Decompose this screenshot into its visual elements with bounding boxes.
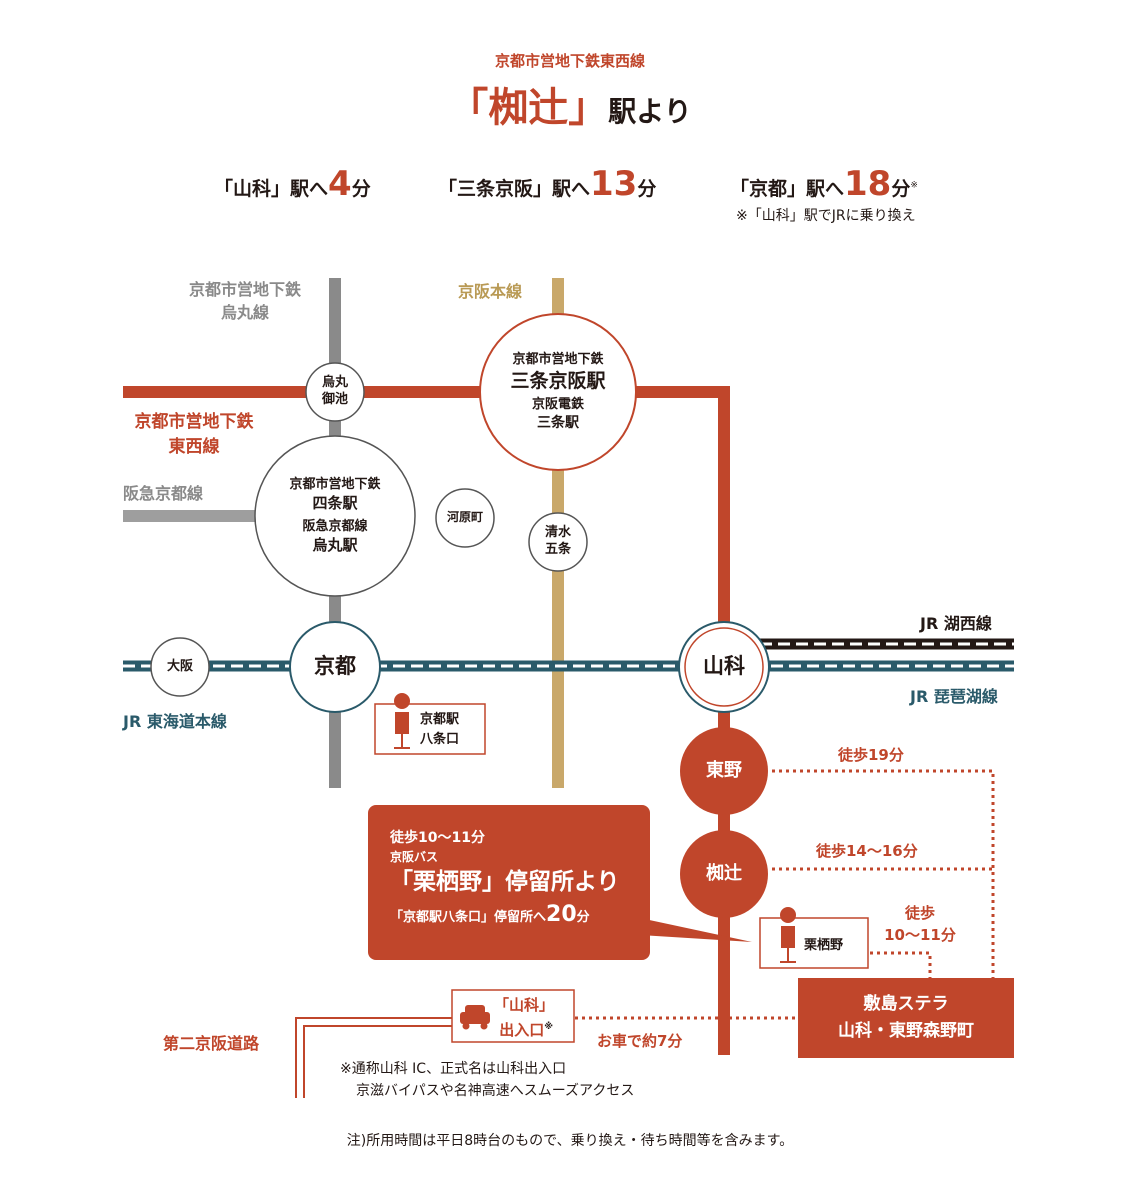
jr-tokaido-line-label: JR 東海道本線 — [123, 712, 227, 731]
destination: 敷島ステラ山科・東野森野町 — [838, 994, 974, 1041]
station-shijo: 京都市営地下鉄 四条駅 阪急京都線 烏丸駅 — [289, 476, 381, 554]
station-kyoto: 京都 — [314, 654, 356, 679]
bus-stop-icon-kyoto — [394, 693, 410, 709]
ic-note: ※通称山科 IC、正式名は山科出入口京滋バイパスや名神高速へスムーズアクセス — [340, 1061, 635, 1099]
bus-info-box — [368, 805, 650, 960]
shijo-circle — [254, 435, 416, 597]
station-karasuma-oike: 烏丸御池 — [321, 375, 348, 407]
walk-higashino: 徒歩19分 — [838, 746, 904, 764]
walk-nagitsuji: 徒歩14〜16分 — [816, 842, 918, 860]
yamashina-circle-inner — [684, 627, 764, 707]
daini-keihan-road — [295, 1017, 452, 1098]
car-icon — [460, 1005, 490, 1030]
station-osaka: 大阪 — [166, 658, 193, 674]
kawaramachi-circle — [435, 488, 495, 548]
bus-stop-kurisuno: 栗栖野 — [804, 938, 844, 953]
time-kyoto: 「京都」駅へ18分※ — [730, 164, 918, 204]
station-yamashina: 山科 — [703, 654, 745, 679]
sanjo-circle — [479, 313, 637, 471]
destination-box — [798, 978, 1014, 1058]
transfer-note: ※「山科」駅でJRに乗り換え — [736, 208, 916, 224]
car-time: お車で約7分 — [597, 1032, 683, 1050]
kiyomizu-circle — [528, 512, 588, 572]
header-station-suffix: 駅より — [608, 95, 692, 128]
kyoto-circle — [289, 621, 381, 713]
station-higashino: 東野 — [706, 760, 742, 782]
daini-keihan-road-inner — [303, 1025, 452, 1098]
header-station-title: 「椥辻」駅より — [448, 85, 692, 131]
osaka-circle — [150, 637, 210, 697]
station-sanjo: 京都市営地下鉄 三条京阪駅 京阪電鉄 三条駅 — [510, 351, 606, 432]
nagitsuji-circle — [680, 830, 768, 918]
higashino-circle — [680, 727, 768, 815]
station-kiyomizu: 清水五条 — [544, 525, 571, 557]
karasuma-oike-circle — [305, 362, 365, 422]
bus-stop-icon-kurisuno — [780, 907, 796, 923]
ic-name: 「山科」 出入口※ — [494, 996, 555, 1039]
station-nagitsuji: 椥辻 — [706, 863, 742, 885]
time-yamashina: 「山科」駅へ4分 — [214, 164, 371, 204]
daini-keihan-label: 第二京阪道路 — [163, 1034, 260, 1053]
jr-biwako-line-label: JR 琵琶湖線 — [910, 687, 998, 706]
tozai-line-label: 京都市営地下鉄東西線 — [134, 412, 254, 457]
time-sanjo: 「三条京阪」駅へ13分 — [438, 164, 657, 204]
walk-route-kurisuno — [870, 951, 932, 980]
hankyu-line-label: 阪急京都線 — [123, 484, 204, 503]
footnote: 注)所用時間は平日8時台のもので、乗り換え・待ち時間等を含みます。 — [346, 1133, 794, 1149]
bus-info: 徒歩10〜11分 京阪バス 「栗栖野」停留所より 「京都駅八条口」停留所へ20分 — [390, 830, 620, 927]
jr-kosei-line-label: JR 湖西線 — [920, 614, 992, 633]
header-line-name: 京都市営地下鉄東西線 — [494, 52, 645, 70]
keihan-line-label: 京阪本線 — [458, 282, 523, 301]
station-kawaramachi: 河原町 — [446, 510, 483, 525]
kurisuno-box — [759, 917, 869, 969]
karasuma-line-label: 京都市営地下鉄烏丸線 — [188, 280, 301, 322]
bus-stop-kyoto-hachijo: 京都駅八条口 — [420, 712, 460, 747]
kyoto-hachijo-box — [374, 703, 486, 755]
bus-callout-tail — [640, 918, 752, 942]
header-station-name: 椥辻 — [488, 85, 569, 131]
